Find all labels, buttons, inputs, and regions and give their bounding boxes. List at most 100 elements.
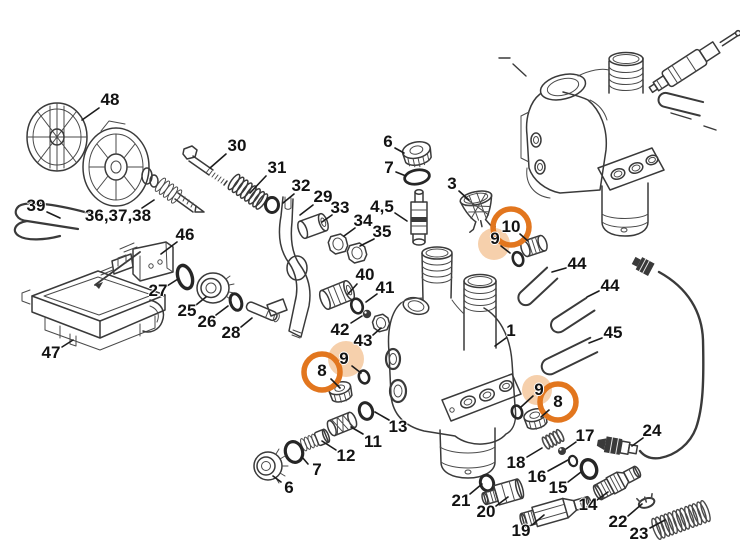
o-ring-32 bbox=[264, 196, 280, 214]
fitting-40 bbox=[318, 279, 356, 311]
leader-line bbox=[46, 211, 61, 219]
clip-44-a bbox=[517, 266, 559, 307]
clip-44-b bbox=[550, 296, 596, 334]
fitting-14 bbox=[592, 465, 642, 501]
leader-line bbox=[249, 175, 267, 194]
leader-line bbox=[551, 267, 567, 273]
leader-line bbox=[195, 296, 207, 306]
pump-shaft-assembly bbox=[141, 167, 205, 213]
o-ring-9-top bbox=[511, 250, 525, 268]
leader-line bbox=[321, 440, 337, 451]
spring-31 bbox=[227, 173, 269, 210]
leader-line bbox=[160, 241, 178, 255]
leader-line bbox=[394, 147, 405, 154]
leader-line bbox=[350, 315, 363, 324]
pump-head-main bbox=[384, 246, 522, 479]
leader-line bbox=[374, 411, 390, 421]
plug-10 bbox=[520, 234, 548, 258]
leader-line bbox=[282, 193, 295, 204]
o-ring-41 bbox=[349, 297, 365, 315]
carrier-tray-47 bbox=[21, 254, 166, 351]
pump-head-rear bbox=[452, 0, 665, 237]
o-ring-7-top bbox=[403, 168, 431, 186]
plug-25 bbox=[196, 272, 235, 304]
highlight-glow bbox=[478, 228, 510, 260]
o-ring-13 bbox=[357, 401, 375, 421]
leader-line bbox=[649, 519, 666, 529]
fan-wheel-pulley bbox=[82, 120, 150, 207]
leader-line bbox=[359, 238, 375, 247]
leader-line bbox=[299, 204, 314, 216]
pin-28 bbox=[245, 301, 280, 323]
nut-35 bbox=[346, 242, 368, 264]
strainer-3 bbox=[459, 190, 497, 233]
plug-6-top bbox=[401, 140, 432, 168]
leader-line bbox=[272, 475, 282, 483]
leader-line bbox=[565, 441, 577, 450]
leader-line bbox=[166, 278, 179, 287]
highlight-rings bbox=[301, 206, 579, 423]
leader-line bbox=[586, 290, 600, 298]
leader-line bbox=[531, 514, 545, 526]
leader-line bbox=[240, 317, 253, 328]
leader-line bbox=[567, 471, 582, 483]
ball-42 bbox=[362, 309, 372, 319]
leader-line bbox=[351, 365, 362, 374]
leader-line bbox=[494, 337, 507, 347]
coupling-nozzle bbox=[648, 29, 740, 94]
hose-24 bbox=[596, 256, 705, 460]
leader-line bbox=[330, 378, 341, 389]
leader-line bbox=[347, 283, 358, 295]
nut-43 bbox=[371, 313, 391, 333]
leader-line bbox=[520, 395, 534, 408]
o-ring-9-right bbox=[510, 404, 524, 420]
leader-line bbox=[209, 153, 227, 169]
leader-line bbox=[540, 409, 550, 418]
fan-wheel-48 bbox=[26, 102, 88, 172]
valve-4-5 bbox=[410, 189, 428, 246]
leader-line bbox=[627, 503, 643, 517]
leader-line bbox=[547, 459, 569, 472]
leader-line bbox=[141, 199, 155, 209]
leader-line bbox=[495, 496, 509, 507]
fitting-19 bbox=[519, 495, 592, 528]
leader-lines bbox=[46, 57, 717, 529]
leader-line bbox=[394, 212, 408, 222]
leader-line bbox=[372, 327, 382, 336]
piston-spring-12 bbox=[300, 428, 331, 452]
lever-29 bbox=[266, 196, 311, 339]
valve-insert-11 bbox=[326, 411, 358, 437]
clip-45 bbox=[540, 336, 599, 376]
spring-18 bbox=[541, 428, 565, 450]
clip-top bbox=[657, 91, 705, 117]
highlight-ring bbox=[490, 206, 532, 248]
fitting-20 bbox=[481, 478, 525, 506]
leader-line bbox=[365, 293, 378, 303]
leader-line bbox=[670, 112, 692, 120]
screw-30 bbox=[182, 145, 228, 186]
leader-line bbox=[81, 107, 100, 121]
o-ring-7-bottom bbox=[283, 440, 305, 464]
highlight-glow bbox=[522, 375, 552, 405]
micro-switch-46 bbox=[94, 241, 174, 289]
o-ring-16 bbox=[567, 454, 579, 468]
leader-line bbox=[343, 227, 356, 237]
leader-line bbox=[631, 437, 644, 447]
sleeve-33 bbox=[297, 212, 329, 240]
leader-line bbox=[61, 339, 74, 348]
leader-line bbox=[469, 483, 483, 495]
leader-line bbox=[458, 190, 470, 201]
highlight-ring bbox=[537, 381, 579, 423]
nut-34 bbox=[327, 233, 349, 255]
leader-line bbox=[350, 426, 364, 435]
o-ring-15 bbox=[579, 457, 599, 481]
o-ring-27 bbox=[175, 263, 195, 291]
leader-line bbox=[596, 491, 609, 501]
o-ring-26 bbox=[228, 292, 244, 312]
leader-line bbox=[526, 447, 543, 458]
plug-6-bottom bbox=[253, 448, 289, 484]
leader-line bbox=[512, 63, 527, 77]
plug-8-right bbox=[523, 407, 548, 430]
